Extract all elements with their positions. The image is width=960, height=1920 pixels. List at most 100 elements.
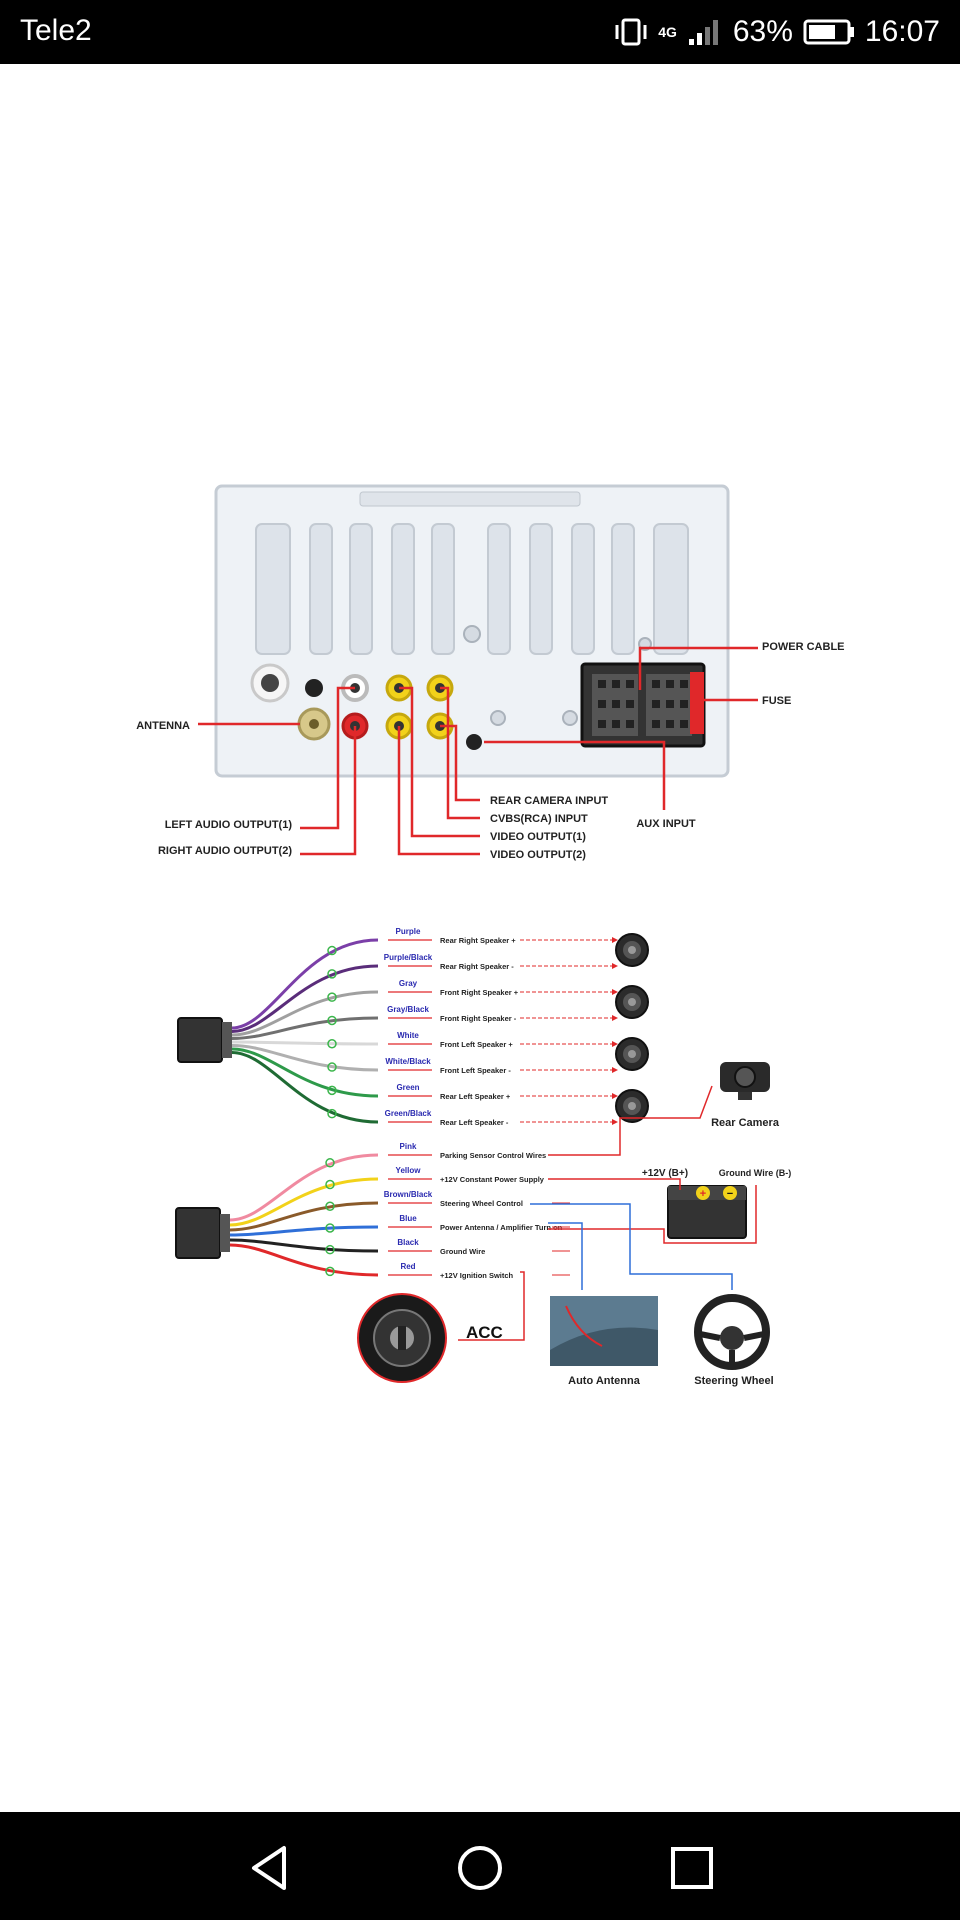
home-button-icon[interactable] <box>450 1838 510 1898</box>
rear-camera-icon <box>720 1062 770 1100</box>
carrier-name: Tele2 <box>20 14 92 47</box>
speaker-icon <box>615 1089 649 1123</box>
crimp-icon <box>327 945 337 956</box>
head-unit-back-panel <box>214 484 730 778</box>
vent-slots <box>255 523 689 655</box>
wire-line <box>231 990 379 1037</box>
crimp-icon <box>325 1179 335 1190</box>
aux-jack <box>466 734 482 750</box>
wire-color-label: Blue <box>399 1214 417 1223</box>
wire-line <box>229 1238 379 1253</box>
wire-function-label: Ground Wire <box>440 1247 485 1256</box>
auto-antenna-icon <box>550 1296 658 1366</box>
crimp-icon <box>327 1062 337 1072</box>
battery-icon: + − <box>667 1185 747 1239</box>
wire-color-label: White <box>397 1031 419 1040</box>
battery-positive-label: +12V (B+) <box>642 1168 688 1179</box>
wire-line <box>231 1040 379 1046</box>
wire-color-label: White/Black <box>385 1057 431 1066</box>
wire-color-label: Green <box>396 1083 419 1092</box>
ignition-switch-icon <box>357 1293 447 1383</box>
antenna-label: ANTENNA <box>136 720 190 732</box>
device-connection-lines <box>458 1085 757 1341</box>
wire-color-label: Green/Black <box>385 1109 432 1118</box>
wire-color-label: Brown/Black <box>384 1190 433 1199</box>
clock: 16:07 <box>864 15 940 48</box>
recents-button-icon[interactable] <box>662 1838 722 1898</box>
video-output-1-label: VIDEO OUTPUT(1) <box>490 831 586 843</box>
signal-icon <box>688 20 718 45</box>
steering-wheel-label: Steering Wheel <box>694 1375 773 1387</box>
svg-text:−: − <box>727 1188 733 1200</box>
screw-icon <box>490 710 506 726</box>
status-icons: 4G 63% 16:07 <box>614 14 940 50</box>
wire-function-label: Front Left Speaker + <box>440 1040 513 1049</box>
right-audio-output-label: RIGHT AUDIO OUTPUT(2) <box>158 845 292 857</box>
vibrate-icon <box>615 18 647 46</box>
cvbs-input-label: CVBS(RCA) INPUT <box>490 813 588 825</box>
wire-function-label: Power Antenna / Amplifier Turn on <box>440 1223 563 1232</box>
acc-label: ACC <box>466 1323 503 1342</box>
auto-antenna-label: Auto Antenna <box>568 1375 641 1387</box>
speaker-icon <box>615 985 649 1019</box>
ground-wire-label: Ground Wire (B-) <box>719 1168 791 1178</box>
svg-text:+: + <box>700 1188 706 1200</box>
screw-icon <box>562 710 578 726</box>
speaker-icon <box>615 1037 649 1071</box>
wire-line <box>231 1047 379 1098</box>
wire-function-label: +12V Ignition Switch <box>440 1271 514 1280</box>
power-cable-label: POWER CABLE <box>762 641 845 653</box>
status-bar: Tele2 4G 63% 16:07 <box>0 0 960 64</box>
iso-connector <box>580 662 706 748</box>
wire-color-label: Gray/Black <box>387 1005 429 1014</box>
wire-color-label: Red <box>400 1262 415 1271</box>
back-button-icon[interactable] <box>240 1838 300 1898</box>
small-port <box>305 679 323 697</box>
crimp-icon <box>325 1244 335 1255</box>
network-type: 4G <box>658 24 677 40</box>
wire-color-label: Pink <box>400 1142 417 1151</box>
wire-function-label: Rear Left Speaker + <box>440 1092 511 1101</box>
wire-line <box>231 964 379 1033</box>
wire-color-label: Gray <box>399 979 418 988</box>
steering-wheel-icon <box>694 1294 770 1370</box>
wire-color-label: Black <box>397 1238 419 1247</box>
crimp-icon <box>325 1201 335 1211</box>
wire-line <box>231 938 379 1030</box>
fuse-label: FUSE <box>762 695 791 707</box>
crimp-icon <box>327 969 337 979</box>
crimp-icon <box>327 1108 337 1119</box>
navigation-bar <box>0 1812 960 1920</box>
power-harness-connector <box>175 1207 230 1259</box>
wire-line <box>229 1225 379 1237</box>
wire-function-label: Front Left Speaker - <box>440 1066 511 1075</box>
crimp-icon <box>325 1223 335 1233</box>
wire-function-label: Rear Right Speaker + <box>440 936 516 945</box>
wire-color-label: Purple/Black <box>384 953 433 962</box>
wiring-diagram: ANTENNA POWER CABLE FUSE AUX INPUT REAR … <box>136 484 845 1387</box>
crimp-icon <box>327 1039 337 1049</box>
wire-line <box>229 1201 379 1232</box>
wire-line <box>231 1044 379 1072</box>
wire-function-label: Parking Sensor Control Wires <box>440 1151 546 1160</box>
wire-function-label: Front Right Speaker - <box>440 1014 517 1023</box>
wire-function-label: Front Right Speaker + <box>440 988 519 997</box>
wire-line <box>229 1243 379 1277</box>
left-audio-output-label: LEFT AUDIO OUTPUT(1) <box>165 819 293 831</box>
wire-line <box>229 1177 379 1227</box>
rear-camera-label: Rear Camera <box>711 1117 780 1129</box>
wire-function-label: Rear Right Speaker - <box>440 962 514 971</box>
wire-color-label: Yellow <box>396 1166 422 1175</box>
wire-function-label: Rear Left Speaker - <box>440 1118 509 1127</box>
fuse-icon <box>690 672 704 734</box>
panel-callout-lines <box>198 646 758 856</box>
crimp-icon <box>325 1266 335 1277</box>
screw-icon <box>463 625 481 643</box>
wire-line <box>229 1153 379 1222</box>
wire-function-label: +12V Constant Power Supply <box>440 1175 545 1184</box>
aux-input-label: AUX INPUT <box>636 818 696 830</box>
crimp-icon <box>327 992 337 1002</box>
wire-function-label: Steering Wheel Control <box>440 1199 523 1208</box>
